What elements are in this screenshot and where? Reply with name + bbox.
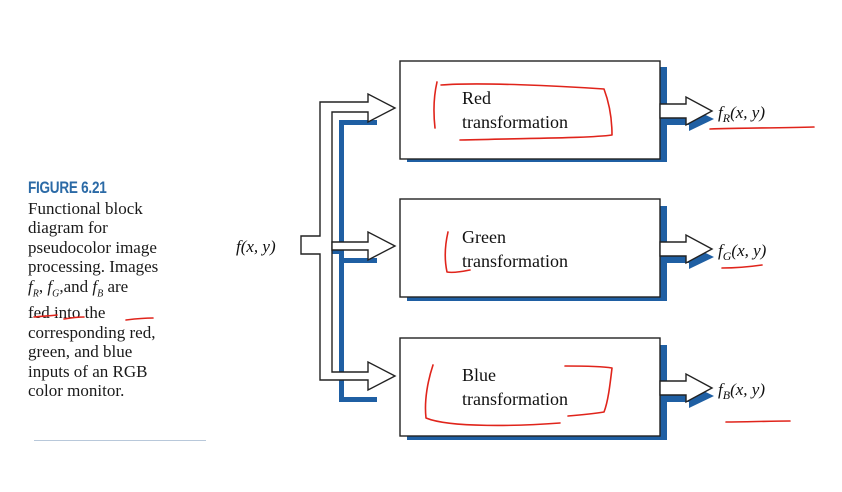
caption-line: Functional block bbox=[28, 199, 143, 218]
caption-line: pseudocolor image bbox=[28, 237, 157, 257]
caption-divider bbox=[34, 440, 206, 441]
caption-symbol-fg: fG bbox=[47, 276, 60, 300]
annotation-bracket-red-left bbox=[433, 81, 438, 129]
block-blue bbox=[399, 337, 667, 440]
input-bus bbox=[300, 92, 397, 392]
caption-line: green, and blue bbox=[28, 342, 133, 362]
annotation-bracket-green bbox=[444, 231, 471, 274]
caption-line: fed into the bbox=[28, 303, 106, 323]
bus-shadow bbox=[301, 120, 377, 402]
caption-line-rest: are bbox=[107, 276, 129, 296]
output-arrow-green bbox=[659, 233, 714, 269]
block-green-line2: transformation bbox=[462, 251, 568, 271]
annotation-bracket-blue-left bbox=[424, 364, 561, 427]
block-red-line1: Red bbox=[462, 88, 491, 108]
block-red-line2: transformation bbox=[462, 112, 568, 132]
annotation-underline-fr bbox=[709, 126, 815, 130]
caption-line: inputs of an RGB bbox=[28, 361, 148, 381]
figure-label: FIGURE 6.21 bbox=[28, 179, 107, 197]
block-blue-line2: transformation bbox=[462, 389, 568, 409]
caption-line: corresponding red, bbox=[28, 322, 156, 342]
caption-line-images: fR, fG,and fB are bbox=[28, 276, 129, 300]
caption-symbol-fb: fB bbox=[92, 276, 104, 300]
output-arrow-red bbox=[659, 95, 714, 131]
input-label: f(x, y) bbox=[236, 237, 276, 256]
block-blue-line1: Blue bbox=[462, 365, 496, 385]
block-green bbox=[399, 198, 667, 301]
caption-line: processing. Images bbox=[28, 257, 159, 277]
block-green-line1: Green bbox=[462, 227, 506, 247]
caption-text: Functional block diagram for pseudocolor… bbox=[28, 199, 218, 400]
output-label-red: fR(x, y) bbox=[718, 103, 765, 125]
output-label-blue: fB(x, y) bbox=[718, 380, 765, 402]
annotation-underline-fb bbox=[725, 420, 791, 423]
red-annotations bbox=[33, 81, 815, 427]
output-label-green: fG(x, y) bbox=[718, 241, 767, 263]
annotation-underline-caption-fr bbox=[33, 314, 58, 318]
bus-junction bbox=[321, 237, 331, 253]
annotation-underline-caption-fb bbox=[125, 317, 154, 321]
block-red bbox=[399, 60, 667, 162]
annotation-bracket-red-right bbox=[440, 83, 613, 141]
figure-caption: FIGURE 6.21 Functional block diagram for… bbox=[28, 178, 218, 400]
caption-line: diagram for bbox=[28, 218, 108, 238]
output-arrow-blue bbox=[659, 372, 714, 408]
annotation-underline-caption-fg bbox=[63, 316, 85, 320]
caption-line: color monitor. bbox=[28, 381, 125, 401]
caption-symbol-fr: fR bbox=[28, 276, 39, 300]
annotation-underline-fg bbox=[721, 264, 763, 269]
annotation-bracket-blue-right bbox=[564, 365, 613, 417]
